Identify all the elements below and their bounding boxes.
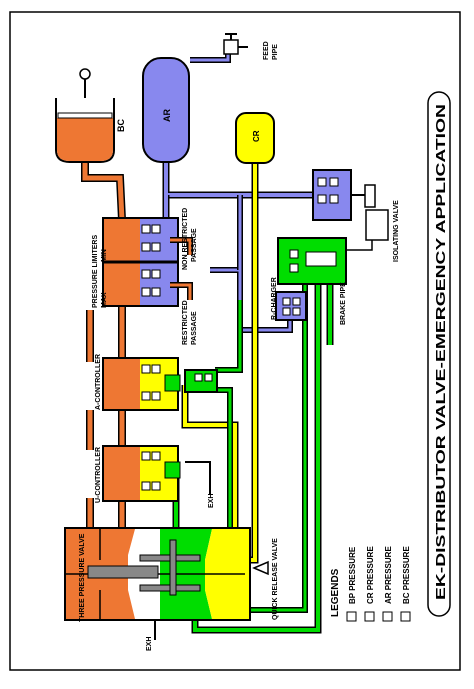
non-restricted-label-1: NON RESTRICTED (182, 208, 189, 270)
isolating-valve-label: ISOLATING VALVE (393, 200, 400, 262)
pressure-limiters-label: PRESSURE LIMITERS (92, 235, 99, 308)
title-box (427, 91, 451, 617)
cr-label: CR (252, 130, 261, 142)
non-restricted-label-2: PASSAGE (191, 228, 198, 262)
page-title: EK-DISTRIBUTOR VALVE-EMERGENCY APPLICATI… (434, 104, 448, 600)
legend-item-label-2: AR PRESSURE (384, 546, 393, 604)
pressure-limiters-min-label: MIN (101, 249, 108, 262)
ar-label: AR (162, 109, 172, 122)
feed-pipe-label-1: FEED (263, 41, 270, 60)
auxiliary-reservoir (142, 57, 190, 163)
feed-pipe-label-2: PIPE (272, 44, 279, 60)
bc-pipes (81, 160, 126, 530)
a-controller-label: A-CONTROLLER (95, 354, 102, 410)
pressure-limiters (102, 217, 193, 307)
legend-item-label-0: BP PRESSURE (348, 546, 357, 604)
r-charger-label: R-CHARGER (271, 277, 278, 320)
bottom-exh-label: EXH (146, 637, 153, 651)
a-controller (102, 357, 218, 411)
outer-frame (9, 11, 461, 671)
legend-checkbox-0 (346, 611, 357, 622)
u-controller (102, 445, 181, 502)
pressure-limiters-max-label: MAX (101, 292, 108, 308)
legend-item-label-1: CR PRESSURE (366, 546, 375, 604)
quick-release-valve-label: QUICK RELEASE VALVE (272, 538, 279, 620)
bc-label: BC (116, 119, 126, 132)
restricted-label-2: PASSAGE (191, 311, 198, 345)
u-controller-label: U-CONTROLLER (95, 447, 102, 503)
cr-pipes (181, 160, 259, 564)
feed-pipe-valve (223, 33, 248, 55)
legend-title: LEGENDS (330, 568, 341, 617)
u-controller-exhaust-line (185, 461, 211, 495)
control-reservoir (235, 112, 275, 164)
brake-cylinder (55, 68, 115, 163)
legend-checkbox-1 (364, 611, 375, 622)
legend-checkbox-3 (400, 611, 411, 622)
isolating-valve (312, 169, 389, 265)
quick-release-valve-symbol (252, 560, 269, 576)
legend-item-label-3: BC PRESSURE (402, 546, 411, 604)
brake-pipe-label: BRAKE PIPE (340, 282, 347, 325)
legend-checkbox-2 (382, 611, 393, 622)
restricted-label-1: RESTRICTED (182, 300, 189, 345)
r-charger (275, 237, 347, 321)
three-pressure-valve (64, 527, 251, 621)
three-pressure-valve-label: THREE PRESSURE VALVE (79, 533, 86, 622)
legend: LEGENDS BP PRESSURE CR PRESSURE AR PRESSUR… (330, 546, 411, 622)
u-controller-exh-label: EXH (208, 494, 215, 508)
